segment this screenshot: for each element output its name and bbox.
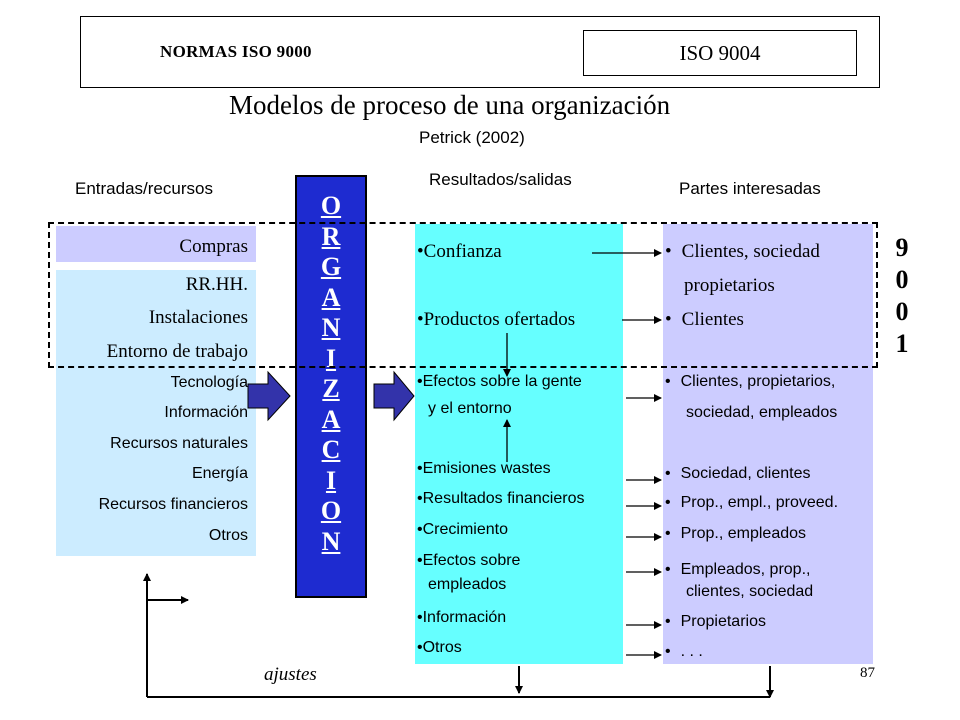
input-item: Otros [208, 527, 248, 544]
organization-bar: O R G A N I Z A C I O N [295, 175, 367, 598]
input-item: Tecnología [170, 374, 248, 391]
stakeholders-panel [663, 224, 873, 664]
org-letter: G [320, 252, 342, 281]
iso-9001-digit: 0 [895, 297, 909, 326]
input-item: Energía [191, 465, 248, 482]
stakeholder-item-continuation: clientes, sociedad [686, 583, 814, 600]
stakeholder-item: . . . [665, 643, 703, 661]
panel-separator [56, 262, 256, 270]
org-letter: A [321, 282, 341, 312]
result-item-continuation: y el entorno [428, 400, 512, 417]
result-item: Confianza [417, 241, 502, 263]
org-letter: A [321, 404, 341, 434]
iso-9001-digit: 1 [895, 329, 909, 358]
result-item: Resultados financieros [417, 490, 585, 508]
output-block-arrow-icon [373, 370, 415, 422]
org-letter: I [325, 465, 337, 495]
input-item: Recursos financieros [98, 496, 248, 513]
input-block-arrow-icon [247, 370, 291, 422]
stakeholder-item: Propietarios [665, 613, 766, 631]
result-item: Productos ofertados [417, 309, 575, 331]
org-letter: O [320, 496, 342, 525]
stakeholder-item: Prop., empleados [665, 525, 806, 543]
stakeholder-item: Prop., empl., proveed. [665, 494, 838, 512]
input-item: RR.HH. [185, 274, 248, 295]
stakeholder-item-continuation: sociedad, empleados [686, 404, 838, 421]
stakeholder-item: Clientes, sociedad [665, 241, 820, 263]
org-letter: C [321, 435, 341, 464]
iso-9001-digit: 9 [895, 233, 909, 262]
compras-highlight [56, 226, 256, 262]
header-box [80, 16, 880, 88]
org-letter: N [321, 313, 341, 342]
stakeholders-header: Partes interesadas [679, 179, 821, 198]
input-item: Entorno de trabajo [106, 341, 248, 362]
result-item: Crecimiento [417, 521, 508, 539]
iso-9001-scope-outline [48, 222, 878, 368]
result-item-continuation: empleados [428, 576, 507, 593]
iso-9004-box: ISO 9004 [583, 30, 857, 76]
stakeholder-item-continuation: propietarios [684, 275, 775, 296]
org-letter: O [320, 191, 342, 220]
org-letter: I [325, 343, 337, 373]
stakeholder-item: Empleados, prop., [665, 561, 811, 579]
stakeholder-item: Clientes, propietarios, [665, 373, 836, 391]
iso-9001-digit: 0 [895, 265, 909, 294]
feedback-label: ajustes [264, 664, 317, 685]
diagram-title: Modelos de proceso de una organización [229, 90, 671, 120]
results-header: Resultados/salidas [429, 170, 572, 189]
input-item: Compras [179, 236, 248, 257]
inputs-panel [56, 226, 256, 556]
result-item: Otros [417, 639, 462, 657]
input-item: Recursos naturales [110, 435, 248, 452]
result-item: Efectos sobre la gente [417, 373, 582, 391]
input-item: Información [164, 404, 248, 421]
iso-9001-label: 9 0 0 1 [892, 232, 912, 360]
norms-label: NORMAS ISO 9000 [160, 42, 312, 61]
org-letter: N [321, 526, 341, 556]
result-item: Información [417, 609, 507, 627]
page-number: 87 [860, 665, 875, 681]
stakeholder-item: Clientes [665, 309, 744, 331]
org-letter: R [321, 221, 341, 251]
result-item: Efectos sobre [417, 552, 521, 570]
diagram-subtitle: Petrick (2002) [419, 128, 525, 147]
stakeholder-item: Sociedad, clientes [665, 465, 811, 483]
result-item: Emisiones wastes [417, 460, 551, 478]
results-panel [415, 224, 623, 664]
org-letter: Z [322, 374, 340, 403]
inputs-header: Entradas/recursos [75, 179, 213, 198]
input-item: Instalaciones [148, 307, 248, 328]
